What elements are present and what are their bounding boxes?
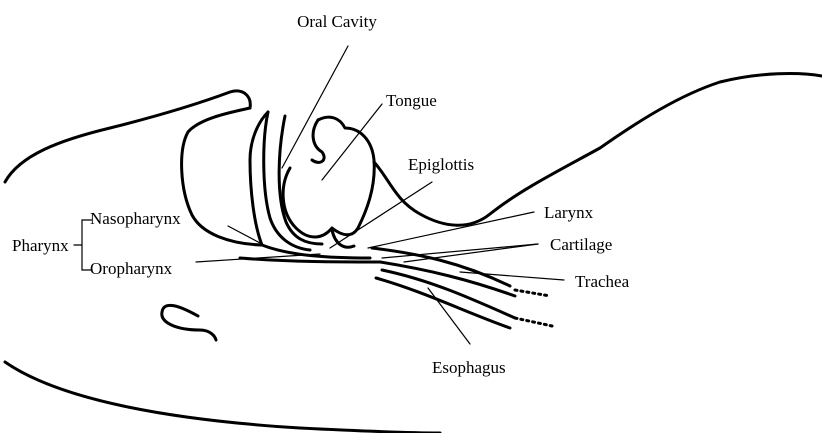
tongue-label: Tongue xyxy=(386,91,437,110)
palate xyxy=(264,112,310,250)
larynx-label: Larynx xyxy=(544,203,594,222)
nasal-cavity xyxy=(182,108,268,245)
oropharynx-label: Oropharynx xyxy=(90,259,173,278)
cartilage-leader-2 xyxy=(404,244,538,262)
oral-cavity-label: Oral Cavity xyxy=(297,12,377,31)
epiglottis-label: Epiglottis xyxy=(408,155,474,174)
back-of-head-outline xyxy=(5,362,440,433)
trachea-continuation xyxy=(515,290,550,296)
pharynx-label: Pharynx xyxy=(12,236,69,255)
cartilage-leader-1 xyxy=(382,244,538,258)
cartilage-label: Cartilage xyxy=(550,235,612,254)
esophagus-lower xyxy=(376,278,510,328)
esophagus-label: Esophagus xyxy=(432,358,506,377)
head-outline xyxy=(5,91,250,182)
chin-neck-outline xyxy=(374,74,822,226)
tongue-shape xyxy=(283,117,374,237)
larynx-leader xyxy=(368,212,534,248)
tongue-tip xyxy=(312,120,324,162)
larynx-tube xyxy=(372,248,510,286)
ear xyxy=(162,305,216,340)
trachea-label: Trachea xyxy=(575,272,630,291)
esophagus-continuation xyxy=(515,318,552,326)
epiglottis-leader xyxy=(330,182,432,248)
oral-cavity-leader xyxy=(282,46,348,168)
trachea-leader xyxy=(460,272,564,280)
nasopharynx-label: Nasopharynx xyxy=(90,209,181,228)
